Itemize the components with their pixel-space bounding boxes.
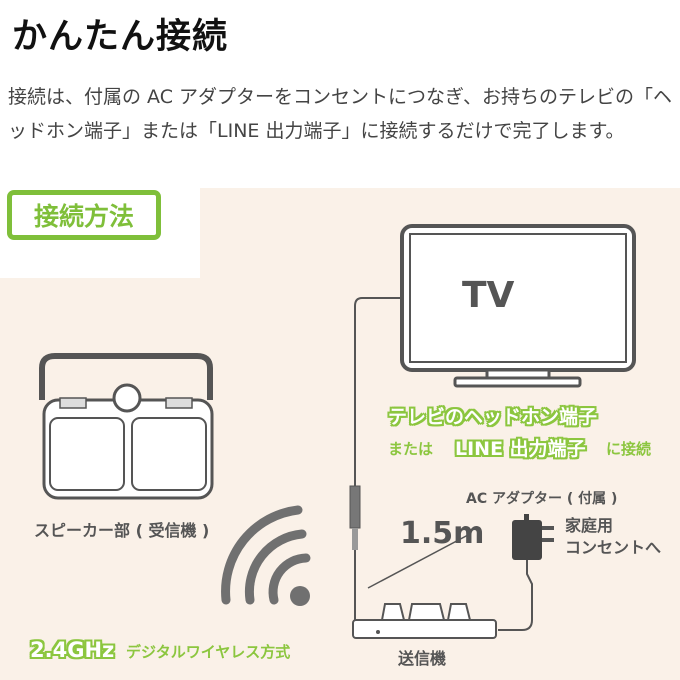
wireless-waves	[221, 505, 311, 606]
wireless-method-label: デジタルワイヤレス方式	[126, 643, 291, 661]
connection-description: 接続は、付属の AC アダプターをコンセントにつなぎ、お持ちのテレビの「ヘッドホ…	[8, 86, 673, 142]
connection-diagram	[0, 188, 680, 680]
tv-illustration	[400, 224, 636, 388]
tv-jack-or-label: または	[388, 440, 434, 458]
method-badge: 接続方法	[7, 190, 161, 240]
tv-label: TV	[462, 275, 515, 316]
length-line	[367, 534, 469, 589]
diagram-graphics	[0, 188, 680, 680]
sender-label: 送信機	[398, 649, 447, 668]
speaker-label: スピーカー部 ( 受信機 )	[34, 521, 210, 540]
frequency-label: 2.4GHz	[30, 638, 115, 662]
tv-jack-label: テレビのヘッドホン端子	[388, 406, 598, 428]
sender-illustration	[352, 603, 497, 639]
audio-cable	[354, 297, 402, 488]
page-title: かんたん接続	[12, 17, 229, 57]
connect-label: に接続	[606, 440, 652, 458]
cable-length-label: 1.5m	[400, 516, 485, 551]
outlet-label: 家庭用 コンセントへ	[565, 516, 662, 557]
line-out-label: LINE 出力端子	[455, 438, 586, 460]
ac-adapter-illustration	[498, 514, 554, 631]
adapter-label: AC アダプター ( 付属 )	[466, 491, 618, 507]
speaker-illustration	[39, 353, 214, 500]
audio-plug	[349, 485, 361, 529]
